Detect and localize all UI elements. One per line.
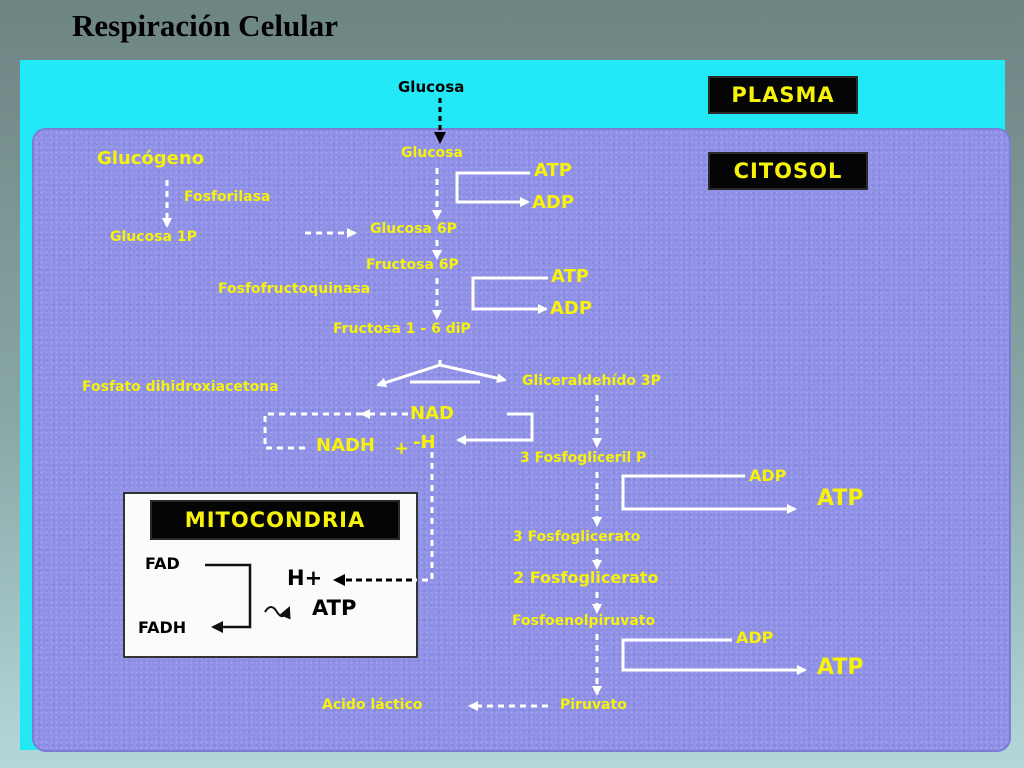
label-fad: FAD bbox=[145, 554, 180, 573]
label-fosforilasa: Fosforilasa bbox=[184, 189, 271, 205]
label-fosfogliceril-3p: 3 Fosfogliceril P bbox=[520, 450, 647, 466]
slide-title: Respiración Celular bbox=[72, 8, 339, 43]
label-mito-atp: ATP bbox=[312, 596, 357, 620]
label-h: -H bbox=[413, 432, 436, 453]
label-adp-2: ADP bbox=[550, 298, 593, 319]
label-adp-3: ADP bbox=[749, 466, 787, 485]
label-fosfoglicerato-2: 2 Fosfoglicerato bbox=[513, 568, 659, 587]
label-atp-1: ATP bbox=[534, 160, 573, 181]
label-gliceraldehido-3p: Gliceraldehído 3P bbox=[522, 373, 661, 389]
label-acido-lactico: Acido láctico bbox=[322, 697, 423, 713]
label-plus: + bbox=[394, 438, 410, 459]
label-fosfoenolpiruvato: Fosfoenolpiruvato bbox=[512, 613, 656, 629]
label-glucosa-6p: Glucosa 6P bbox=[370, 221, 457, 237]
label-glucosa-outside: Glucosa bbox=[398, 78, 465, 96]
label-adp-1: ADP bbox=[532, 192, 575, 213]
label-nadh: NADH bbox=[316, 435, 376, 456]
label-atp-2: ATP bbox=[551, 266, 590, 287]
label-nad: NAD bbox=[410, 403, 454, 424]
label-fadh: FADH bbox=[138, 618, 187, 637]
label-fosfofructoquinasa: Fosfofructoquinasa bbox=[218, 281, 371, 297]
label-h-plus: H+ bbox=[287, 566, 323, 590]
label-adp-4: ADP bbox=[736, 628, 774, 647]
label-glucogeno: Glucógeno bbox=[97, 148, 205, 169]
label-atp-3: ATP bbox=[817, 486, 864, 511]
label-glucosa-1p: Glucosa 1P bbox=[110, 229, 197, 245]
label-atp-4: ATP bbox=[817, 655, 864, 680]
cytosol-tag: CITOSOL bbox=[708, 152, 868, 190]
label-piruvato: Piruvato bbox=[560, 697, 627, 713]
label-fosfoglicerato-3: 3 Fosfoglicerato bbox=[513, 529, 641, 545]
plasma-tag: PLASMA bbox=[708, 76, 858, 114]
label-fosfato-dihidroxiacetona: Fosfato dihidroxiacetona bbox=[82, 379, 279, 395]
mitochondria-tag: MITOCONDRIA bbox=[150, 500, 400, 540]
label-glucosa: Glucosa bbox=[401, 145, 463, 161]
label-fructosa-16dip: Fructosa 1 - 6 diP bbox=[333, 321, 471, 337]
cytosol-region bbox=[32, 128, 1011, 752]
label-fructosa-6p: Fructosa 6P bbox=[366, 257, 459, 273]
